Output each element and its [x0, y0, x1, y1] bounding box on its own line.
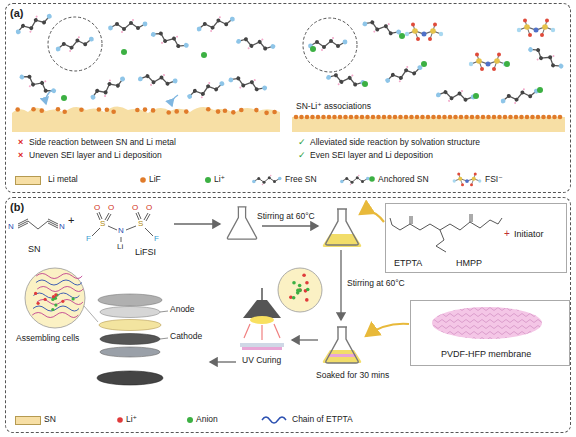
- panel-letter: (b): [10, 201, 24, 214]
- check-mark: ✓: [298, 137, 306, 147]
- legend-text: SN: [44, 415, 56, 425]
- step-label: Soaked for 30 mins: [316, 371, 389, 381]
- text-label: SN: [28, 244, 41, 254]
- text-label: ETPTA: [394, 258, 422, 268]
- text-label: Even SEI layer and Li deposition: [310, 151, 433, 161]
- check-mark: ✓: [298, 150, 306, 160]
- text-label: Side reaction between SN and Li metal: [29, 138, 176, 148]
- atom-label: S: [100, 219, 105, 228]
- legend-text: LiF: [149, 175, 161, 185]
- atom-label: F: [86, 234, 91, 243]
- legend-text: Anion: [196, 415, 218, 425]
- atom-label: O: [132, 203, 138, 212]
- membrane-box: PVDF-HFP membrane: [410, 300, 570, 366]
- text-label: PVDF-HFP membrane: [441, 349, 531, 359]
- panel-frame: (a): [5, 3, 571, 193]
- cross-mark: ×: [18, 150, 23, 160]
- cross-mark: ×: [18, 137, 23, 147]
- panel-letter: (a): [10, 7, 23, 20]
- text-label: Alleviated side reaction by solvation st…: [310, 138, 480, 148]
- legend-text: Li⁺: [214, 175, 225, 185]
- step-label: UV Curing: [242, 356, 281, 366]
- atom-label: N: [8, 222, 14, 231]
- legend-text: Li⁺: [126, 415, 137, 425]
- legend-swatch: [15, 416, 41, 425]
- atom-label: N: [118, 226, 124, 235]
- step-label: Stirring at 60°C: [347, 279, 405, 289]
- atom-label: F: [154, 234, 159, 243]
- atom-label: O: [146, 203, 152, 212]
- legend-text: Li metal: [48, 175, 78, 185]
- callout-label: SN-Li⁺ associations: [296, 102, 371, 112]
- text-label: Uneven SEI layer and Li deposition: [29, 151, 162, 161]
- text-label: +: [68, 214, 74, 227]
- legend-text: Chain of ETPTA: [292, 415, 353, 425]
- atom-label: Li: [117, 242, 123, 251]
- step-label: Stirring at 60°C: [257, 212, 315, 222]
- atom-label: O: [108, 203, 114, 212]
- legend-text: FSI⁻: [485, 175, 503, 185]
- text-label: +: [504, 228, 510, 240]
- atom-label: S: [138, 219, 143, 228]
- part-label: Anode: [170, 305, 195, 315]
- legend-swatch: [15, 176, 41, 185]
- text-label: HMPP: [456, 258, 482, 268]
- legend-text: Free SN: [285, 175, 317, 185]
- legend-text: Anchored SN: [378, 175, 429, 185]
- text-label: Initiator: [514, 229, 544, 239]
- atom-label: O: [94, 203, 100, 212]
- atom-label: N: [59, 222, 65, 231]
- part-label: Cathode: [170, 332, 202, 342]
- panel-frame: (b) ETPTA + InitiatorHMPP PVDF-HFP membrane: [5, 197, 571, 433]
- text-label: LiFSI: [135, 247, 156, 257]
- step-label: Assembling cells: [16, 334, 79, 344]
- reagent-box: ETPTA + InitiatorHMPP: [385, 203, 567, 273]
